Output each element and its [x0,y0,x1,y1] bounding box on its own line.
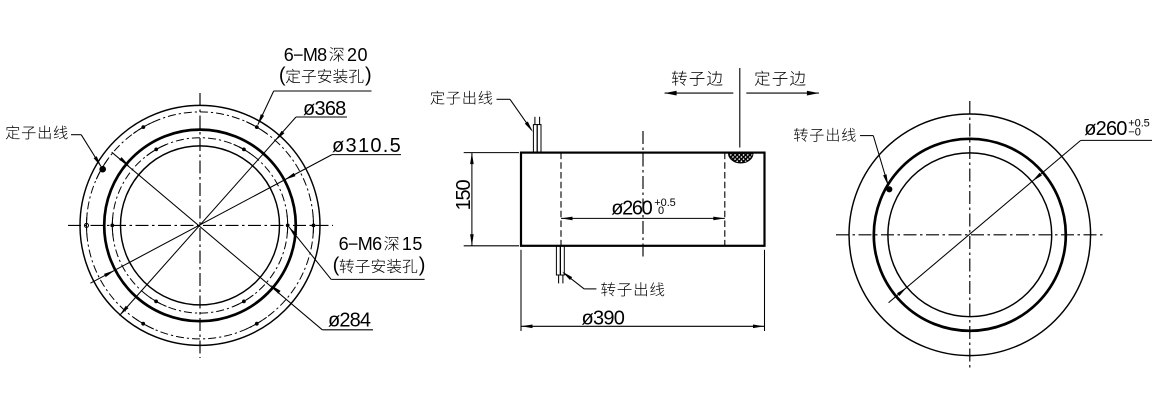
svg-text:6−M8: 6−M8 [284,45,328,65]
svg-text:ø260: ø260 [1084,118,1127,140]
svg-text:+0.5: +0.5 [654,197,676,209]
svg-text:−0: −0 [1128,126,1141,138]
svg-text:ø368: ø368 [303,98,346,120]
svg-text:): ) [419,254,426,276]
svg-text:): ) [365,64,372,86]
svg-text:20: 20 [347,45,368,65]
svg-text:15: 15 [402,234,423,254]
svg-text:(: ( [279,64,286,86]
svg-text:ø310.5: ø310.5 [332,135,401,157]
svg-text:0: 0 [658,205,664,217]
svg-text:(: ( [333,254,340,276]
svg-text:ø390: ø390 [582,307,625,329]
svg-text:ø260: ø260 [611,198,653,220]
svg-text:+0.5: +0.5 [1128,118,1150,130]
svg-text:ø284: ø284 [328,310,371,332]
svg-text:150: 150 [453,179,475,210]
svg-text:6−M6: 6−M6 [339,234,383,254]
